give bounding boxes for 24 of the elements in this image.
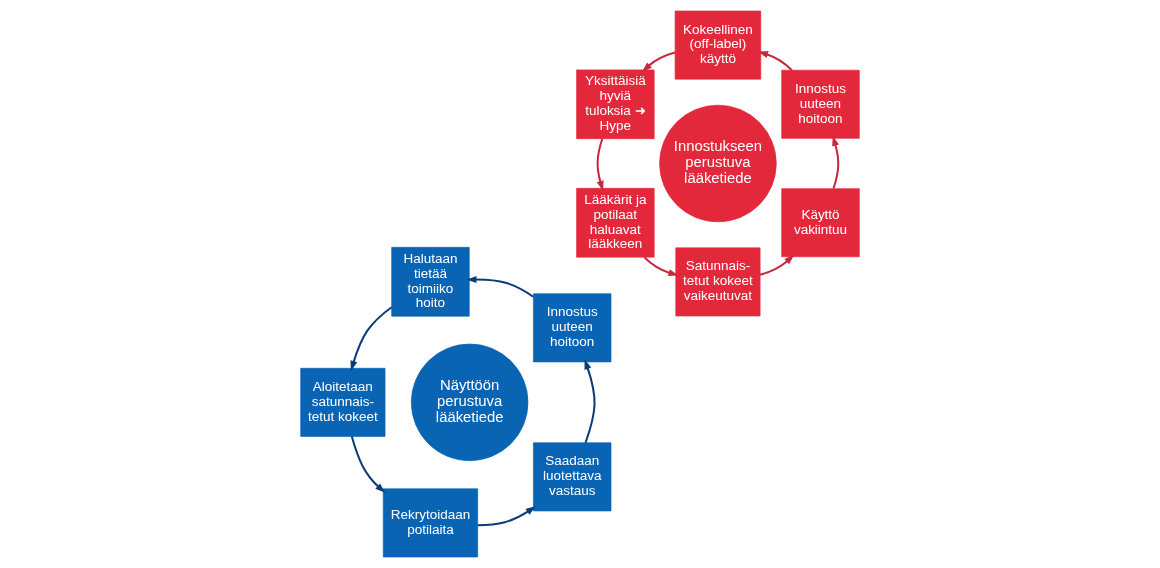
node-box: Rekrytoidaan potilaita: [382, 488, 479, 558]
node-circle: Näyttöön perustuva lääketiede: [410, 343, 529, 462]
arrow: [642, 51, 676, 72]
node-box: Innostus uuteen hoitoon: [781, 69, 860, 139]
arrow: [757, 51, 793, 71]
arrow: [466, 275, 534, 298]
node-box: Innostus uuteen hoitoon: [533, 293, 612, 363]
arrow: [643, 256, 679, 277]
arrow: [477, 506, 536, 527]
arrow: [350, 436, 386, 493]
arrow: [584, 359, 596, 444]
node-box: Halutaan tietää toimiiko hoito: [391, 247, 470, 317]
arrow: [350, 306, 393, 372]
arrow: [832, 135, 840, 189]
node-box: Satunnais- tetut kokeet vaikeutuvat: [675, 247, 761, 317]
node-box: Kokeellinen (off-label) käyttö: [674, 10, 762, 80]
arrow: [759, 254, 795, 276]
node-box: Lääkärit ja potilaat haluavat lääkkeen: [576, 187, 655, 258]
node-box: Saadaan luotettava vastaus: [533, 442, 612, 512]
arrow: [596, 138, 604, 192]
node-circle: Innostukseen perustuva lääketiede: [659, 104, 777, 223]
node-box: Käyttö vakiintuu: [781, 188, 860, 258]
node-box: Yksittäisiä hyviä tuloksia ➜ Hype: [576, 69, 655, 140]
node-box: Aloitetaan satunnais- tetut kokeet: [300, 367, 386, 437]
